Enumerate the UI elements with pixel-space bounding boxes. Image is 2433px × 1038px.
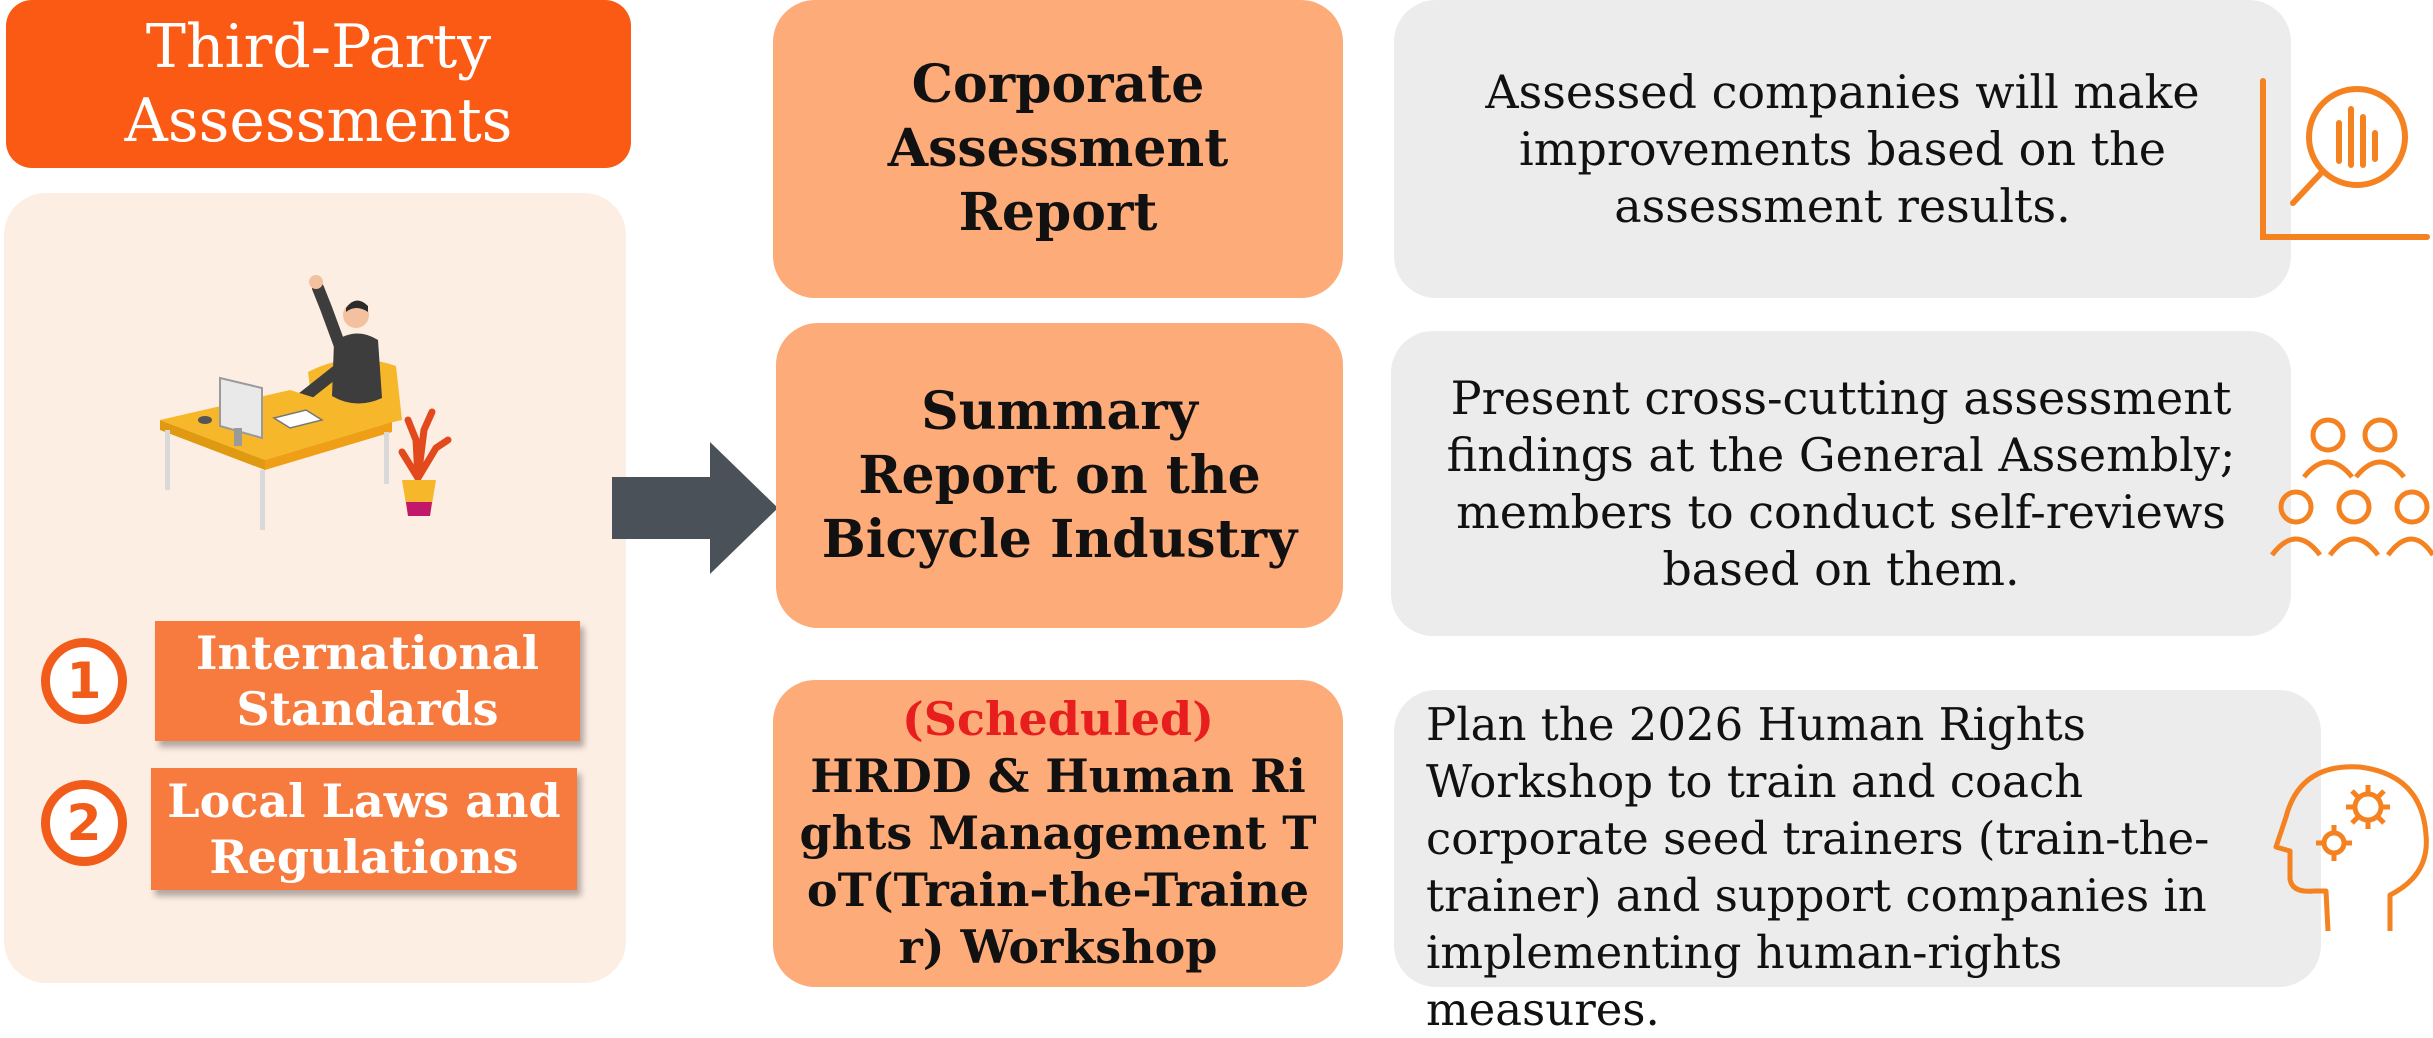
analytics-chart-icon — [2260, 78, 2430, 240]
output-bicycle-industry-summary: Summary Report on the Bicycle Industry — [776, 323, 1343, 628]
desk-worker-illustration — [160, 275, 452, 530]
head-gears-icon — [2273, 764, 2429, 932]
output-name: HRDD & Human Rights Management ToT(Train… — [799, 749, 1317, 974]
criterion-tag-local-laws: Local Laws and Regulations — [151, 768, 577, 890]
description-text: Plan the 2026 Human Rights Workshop to t… — [1426, 698, 2210, 1036]
description-bicycle-industry: Present cross-cutting assessment finding… — [1391, 331, 2291, 636]
scheduled-label: (Scheduled) — [902, 692, 1214, 746]
output-corporate-assessment-report: Corporate Assessment Report — [773, 0, 1343, 298]
description-corporate-assessment: Assessed companies will make improvement… — [1394, 0, 2291, 298]
flow-arrow — [612, 442, 778, 574]
description-text: Present cross-cutting assessment finding… — [1446, 370, 2236, 596]
description-text: Assessed companies will make improvement… — [1485, 64, 2200, 233]
page-title-text: Third-Party Assessments — [124, 12, 513, 156]
criterion-number-2: 2 — [41, 780, 127, 866]
team-group-icon — [2270, 417, 2433, 557]
criterion-tag-international-standards: International Standards — [155, 621, 580, 741]
output-name: Corporate Assessment Report — [887, 54, 1229, 243]
criterion-number-1: 1 — [41, 638, 127, 724]
output-name: Summary Report on the Bicycle Industry — [821, 380, 1298, 570]
description-hrdd-workshop: Plan the 2026 Human Rights Workshop to t… — [1394, 690, 2321, 1036]
output-hrdd-tot-workshop: (Scheduled) HRDD & Human Rights Manageme… — [773, 680, 1343, 987]
page-title: Third-Party Assessments — [6, 0, 631, 168]
